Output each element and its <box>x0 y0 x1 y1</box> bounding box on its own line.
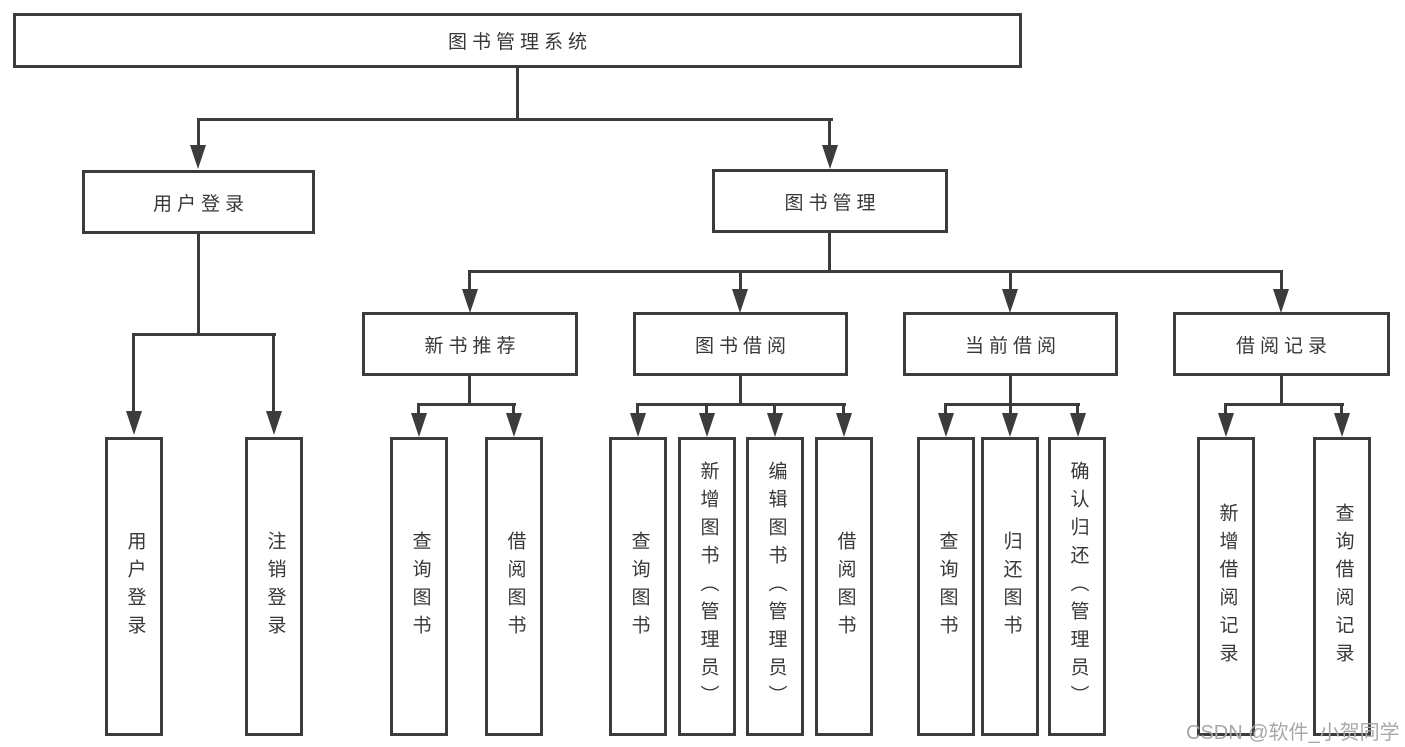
connector-line <box>1009 405 1012 415</box>
connector-line <box>197 234 200 335</box>
connector-line <box>468 375 471 405</box>
node-leaf-current-query-label: 查询图书 <box>936 530 958 643</box>
node-borrow-record-label: 借阅记录 <box>1235 335 1332 357</box>
arrow-down-icon <box>767 413 783 437</box>
connector-line <box>1224 403 1344 406</box>
arrow-down-icon <box>266 411 282 435</box>
node-leaf-logout: 注销登录 <box>245 437 303 736</box>
connector-line <box>132 333 276 336</box>
node-borrow-record: 借阅记录 <box>1173 312 1390 376</box>
arrow-down-icon <box>1273 289 1289 313</box>
connector-line <box>828 120 831 147</box>
node-leaf-current-return: 归还图书 <box>981 437 1039 736</box>
connector-line <box>1224 405 1227 415</box>
node-book-mgmt-label: 图书管理 <box>784 192 881 214</box>
node-leaf-borrow-add: 新增图书（管理员） <box>678 437 736 736</box>
node-root-label: 图书管理系统 <box>447 32 592 53</box>
node-new-book-recommend-label: 新书推荐 <box>424 335 521 357</box>
node-user-login: 用户登录 <box>82 170 315 234</box>
node-leaf-borrow-query-label: 查询图书 <box>628 530 650 643</box>
connector-line <box>468 270 1283 273</box>
node-leaf-borrow-edit: 编辑图书（管理员） <box>746 437 804 736</box>
connector-line <box>1280 272 1283 290</box>
csdn-watermark: CSDN @软件_小贺同学 <box>1186 722 1400 744</box>
node-leaf-newbook-borrow-label: 借阅图书 <box>504 530 526 643</box>
node-leaf-current-confirm: 确认归还（管理员） <box>1048 437 1106 736</box>
connector-line <box>272 335 275 412</box>
node-leaf-borrow-borrow: 借阅图书 <box>815 437 873 736</box>
node-leaf-current-confirm-label: 确认归还（管理员） <box>1067 460 1089 713</box>
connector-line <box>1076 405 1079 415</box>
node-leaf-current-return-label: 归还图书 <box>1000 530 1022 643</box>
node-new-book-recommend: 新书推荐 <box>362 312 578 376</box>
node-leaf-logout-label: 注销登录 <box>264 530 286 643</box>
connector-line <box>842 405 845 415</box>
arrow-down-icon <box>411 413 427 437</box>
connector-line <box>828 233 831 272</box>
connector-line <box>516 68 519 119</box>
node-leaf-user-login-label: 用户登录 <box>124 530 146 643</box>
node-leaf-borrow-edit-label: 编辑图书（管理员） <box>765 460 787 713</box>
node-leaf-newbook-query-label: 查询图书 <box>409 530 431 643</box>
arrow-down-icon <box>1002 289 1018 313</box>
arrow-down-icon <box>699 413 715 437</box>
node-leaf-borrow-query: 查询图书 <box>609 437 667 736</box>
node-leaf-borrow-borrow-label: 借阅图书 <box>834 530 856 643</box>
connector-line <box>773 405 776 415</box>
arrow-down-icon <box>630 413 646 437</box>
connector-line <box>944 405 947 415</box>
node-user-login-label: 用户登录 <box>152 193 249 215</box>
connector-line <box>417 403 516 406</box>
connector-line <box>636 405 639 415</box>
arrow-down-icon <box>822 145 838 169</box>
node-leaf-newbook-query: 查询图书 <box>390 437 448 736</box>
connector-line <box>197 118 833 121</box>
connector-line <box>417 405 420 415</box>
node-root: 图书管理系统 <box>13 13 1022 68</box>
node-book-mgmt: 图书管理 <box>712 169 948 233</box>
node-leaf-record-add-label: 新增借阅记录 <box>1216 502 1238 671</box>
arrow-down-icon <box>462 289 478 313</box>
node-book-borrow: 图书借阅 <box>633 312 848 376</box>
arrow-down-icon <box>1334 413 1350 437</box>
node-leaf-borrow-add-label: 新增图书（管理员） <box>697 460 719 713</box>
connector-line <box>944 403 1080 406</box>
connector-line <box>197 120 200 147</box>
arrow-down-icon <box>190 145 206 169</box>
arrow-down-icon <box>126 411 142 435</box>
arrow-down-icon <box>1002 413 1018 437</box>
node-leaf-newbook-borrow: 借阅图书 <box>485 437 543 736</box>
arrow-down-icon <box>836 413 852 437</box>
connector-line <box>132 335 135 412</box>
node-leaf-record-query-label: 查询借阅记录 <box>1332 502 1354 671</box>
connector-line <box>1280 376 1283 405</box>
node-leaf-record-add: 新增借阅记录 <box>1197 437 1255 736</box>
arrow-down-icon <box>1070 413 1086 437</box>
connector-line <box>512 405 515 415</box>
node-leaf-current-query: 查询图书 <box>917 437 975 736</box>
arrow-down-icon <box>732 289 748 313</box>
arrow-down-icon <box>1218 413 1234 437</box>
node-leaf-record-query: 查询借阅记录 <box>1313 437 1371 736</box>
connector-line <box>1009 272 1012 290</box>
connector-line <box>1009 376 1012 405</box>
connector-line <box>739 272 742 290</box>
node-book-borrow-label: 图书借阅 <box>694 335 791 357</box>
connector-line <box>739 376 742 405</box>
node-current-borrow: 当前借阅 <box>903 312 1118 376</box>
connector-line <box>705 405 708 415</box>
arrow-down-icon <box>938 413 954 437</box>
connector-line <box>636 403 846 406</box>
arrow-down-icon <box>506 413 522 437</box>
connector-line <box>1340 405 1343 415</box>
node-leaf-user-login: 用户登录 <box>105 437 163 736</box>
node-current-borrow-label: 当前借阅 <box>964 335 1061 357</box>
connector-line <box>468 272 471 290</box>
